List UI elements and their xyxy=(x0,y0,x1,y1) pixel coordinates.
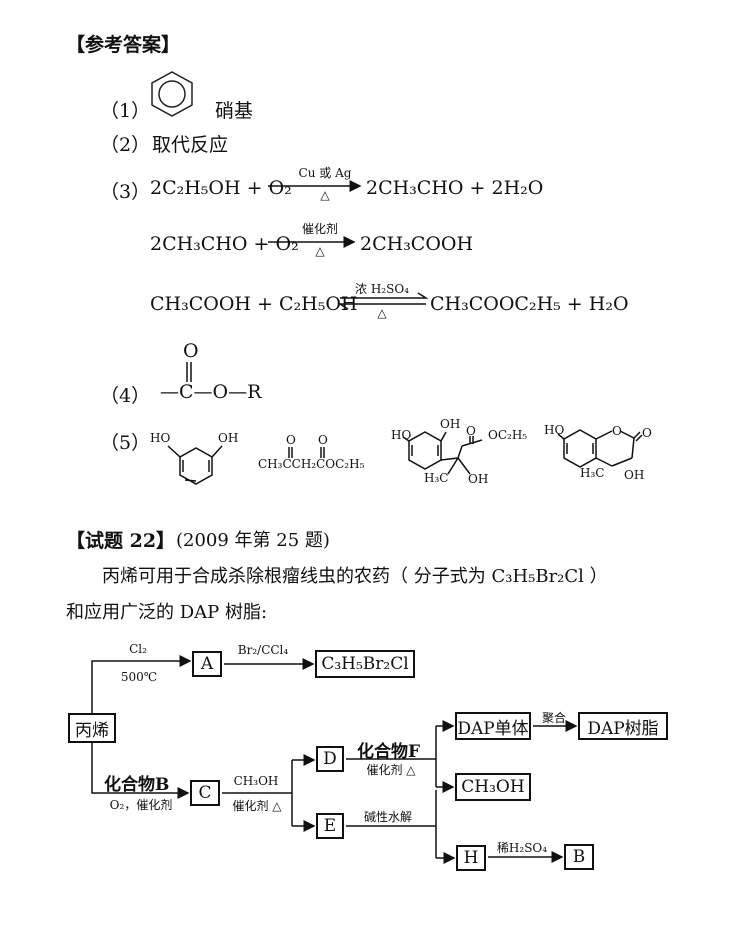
box-dap-monomer: DAP单体 xyxy=(455,712,531,740)
label-compound-b: 化合物B xyxy=(104,775,170,795)
eq1-left: 2C₂H₅OH + O₂ xyxy=(150,177,292,199)
box-E: E xyxy=(316,813,344,839)
label-catalyst-heat-1: 催化剂 △ xyxy=(232,799,282,813)
label-polymerize: 聚合 xyxy=(541,711,566,725)
s4-oh: OH xyxy=(624,468,645,482)
q4-number: （4） xyxy=(100,385,151,407)
s3-skeleton xyxy=(402,431,483,475)
s2-o2: O xyxy=(318,433,328,447)
problem-text-line1: 丙烯可用于合成杀除根瘤线虫的农药（ 分子式为 C₃H₅Br₂Cl ） xyxy=(102,566,608,587)
box-H: H xyxy=(456,845,486,871)
s1-oh: OH xyxy=(218,431,239,445)
label-500c: 500℃ xyxy=(120,670,158,684)
box-propylene: 丙烯 xyxy=(68,713,116,743)
label-br2-ccl4: Br₂/CCl₄ xyxy=(237,643,289,657)
box-dap-resin: DAP树脂 xyxy=(578,712,668,740)
q4-chain: —C—O—R xyxy=(160,381,262,403)
benzene-ring xyxy=(151,71,193,117)
answer-header: 【参考答案】 xyxy=(66,34,181,56)
label-catalyst-heat-2: 催化剂 △ xyxy=(366,763,416,777)
box-ch3oh: CH₃OH xyxy=(455,773,531,801)
s4-ho: HO xyxy=(544,423,565,437)
s3-oh2: OH xyxy=(468,472,489,486)
label-cl2: Cl₂ xyxy=(129,642,147,656)
label-o2-catalyst: O₂，催化剂 xyxy=(109,798,173,812)
eq1-condition-bottom: △ xyxy=(320,188,330,202)
q3-number: （3） xyxy=(100,181,151,203)
eq2-condition-bottom: △ xyxy=(315,244,325,258)
s3-o: O xyxy=(466,424,476,438)
eq2-condition-top: 催化剂 xyxy=(301,222,338,236)
label-ch3oh-arrow: CH₃OH xyxy=(233,774,279,788)
s3-oh: OH xyxy=(440,417,461,431)
q2-text: 取代反应 xyxy=(152,134,229,156)
box-c3h5br2cl: C₃H₅Br₂Cl xyxy=(315,650,415,678)
label-alkaline-hydrolysis: 碱性水解 xyxy=(363,810,412,824)
box-B: B xyxy=(564,844,594,870)
eq3-right: CH₃COOC₂H₅ + H₂O xyxy=(430,293,629,315)
eq3-left: CH₃COOH + C₂H₅OH xyxy=(150,293,358,315)
eq3-condition-top: 浓 H₂SO₄ xyxy=(355,282,409,296)
box-A: A xyxy=(192,651,222,677)
q2-number: （2） xyxy=(100,134,151,156)
eq1-condition-top: Cu 或 Ag xyxy=(298,166,352,180)
s4-skeleton xyxy=(557,429,643,468)
q5-number: （5） xyxy=(100,432,151,454)
q4-carbonyl-o: O xyxy=(183,340,199,362)
s2-formula: CH₃CCH₂COC₂H₅ xyxy=(258,457,365,471)
s3-ho: HO xyxy=(391,428,412,442)
label-dilute-h2so4: 稀H₂SO₄ xyxy=(496,841,548,855)
s4-o2: O xyxy=(642,426,652,440)
eq3-condition-bottom: △ xyxy=(377,306,387,320)
eq2-right: 2CH₃COOH xyxy=(360,233,474,255)
box-C: C xyxy=(190,780,220,806)
label-compound-f: 化合物F xyxy=(357,742,421,762)
s3-h3c: H₃C xyxy=(424,471,449,485)
problem-header: 【试题 22】 xyxy=(66,530,176,552)
q1-text: 硝基 xyxy=(215,100,254,122)
s1-ring xyxy=(167,445,223,485)
eq1-right: 2CH₃CHO + 2H₂O xyxy=(366,177,544,199)
s4-h3c: H₃C xyxy=(580,466,605,480)
problem-source: (2009 年第 25 题) xyxy=(176,530,330,551)
s2-o1: O xyxy=(286,433,296,447)
problem-text-line2: 和应用广泛的 DAP 树脂: xyxy=(66,602,268,623)
eq2-left: 2CH₃CHO + O₂ xyxy=(150,233,299,255)
box-D: D xyxy=(316,746,344,772)
s4-o1: O xyxy=(612,424,622,438)
q1-number: （1） xyxy=(100,100,151,122)
s1-ho: HO xyxy=(150,431,171,445)
s3-oc2h5: OC₂H₅ xyxy=(488,428,528,442)
